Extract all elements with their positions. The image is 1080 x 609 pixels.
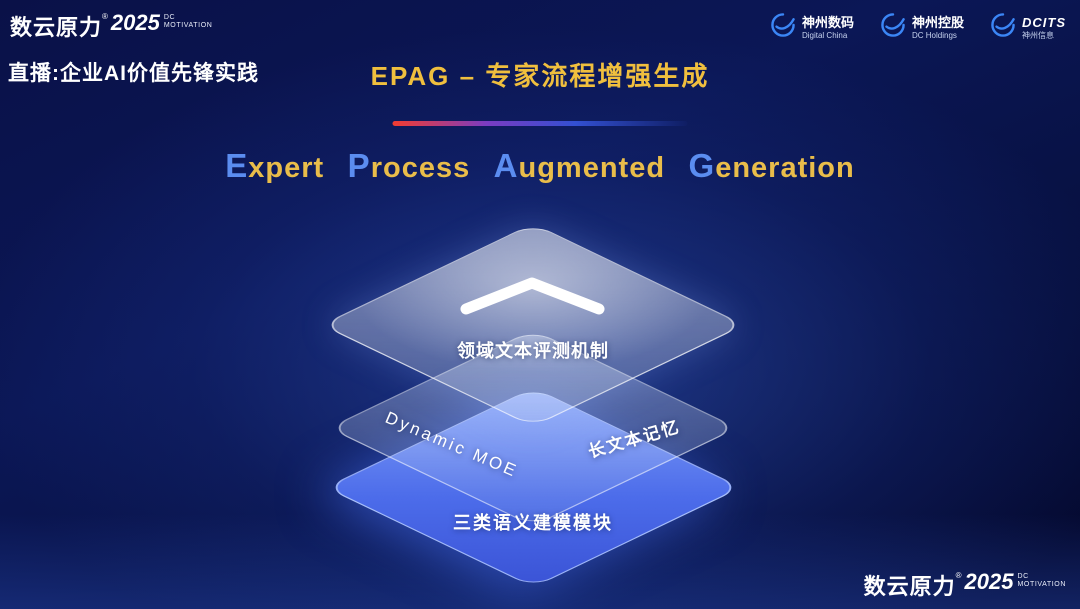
swoosh-globe-icon <box>880 12 906 43</box>
subtitle-rest: eneration <box>715 152 855 184</box>
registered-mark: ® <box>102 12 108 21</box>
subtitle-rest: ugmented <box>518 152 666 184</box>
subtitle-rest: rocess <box>370 152 471 184</box>
swoosh-globe-icon <box>990 12 1016 43</box>
brand-subtitle: DC MOTIVATION <box>1017 573 1066 589</box>
subtitle-cap: A <box>493 147 519 184</box>
partner-name: 神州数码 <box>801 14 854 30</box>
subtitle-rest: xpert <box>248 152 325 184</box>
partner-logo-dcits: DCITS 神州信息 <box>990 12 1066 43</box>
subtitle-cap: E <box>225 147 249 184</box>
subtitle-word: Process <box>348 147 471 184</box>
brand-year: 2025 <box>964 569 1014 594</box>
partner-name: DCITS <box>1022 14 1066 30</box>
brand-name: 数云原力 <box>863 574 956 599</box>
partner-name: 神州控股 <box>911 14 964 30</box>
brand-sub-line1: DC <box>1017 573 1029 580</box>
brand-year: 2025 <box>110 10 160 35</box>
subtitle-cap: G <box>688 147 716 184</box>
layer-label-top: 领域文本评测机制 <box>457 341 609 361</box>
partner-subtitle: Digital China <box>801 30 848 40</box>
brand-sub-line1: DC <box>163 14 176 21</box>
partner-logo-digital-china: 神州数码 Digital China <box>770 12 854 43</box>
brand-name: 数云原力 <box>10 15 103 40</box>
partner-logo-dc-holdings: 神州控股 DC Holdings <box>880 12 964 43</box>
brand-sub-line2: MOTIVATION <box>163 22 213 30</box>
subtitle-expert-process-augmented-generation: Expert Process Augmented Generation <box>0 147 1080 185</box>
swoosh-globe-icon <box>770 12 796 43</box>
subtitle-word: Expert <box>225 147 324 184</box>
partner-subtitle: 神州信息 <box>1022 30 1054 40</box>
partner-subtitle: DC Holdings <box>911 30 957 40</box>
layer-label-bottom: 三类语义建模模块 <box>453 513 613 533</box>
chevron-up-icon <box>450 270 615 323</box>
registered-mark: ® <box>955 571 962 580</box>
subtitle-word: Generation <box>689 147 855 184</box>
diagram-layer-top <box>320 223 746 427</box>
brand-subtitle: DC MOTIVATION <box>164 14 213 30</box>
live-stream-label: 直播:企业AI价值先锋实践 <box>8 62 259 85</box>
page-title: EPAG – 专家流程增强生成 <box>370 61 710 91</box>
subtitle-cap: P <box>347 147 371 184</box>
brand-logo: 数云原力 ® 2025 DC MOTIVATION <box>10 10 212 42</box>
gradient-divider <box>392 121 688 126</box>
footer-brand-logo: 数云原力 ® 2025 DC MOTIVATION <box>864 569 1066 601</box>
brand-sub-line2: MOTIVATION <box>1017 581 1066 589</box>
partner-logos: 神州数码 Digital China 神州控股 DC Holdings <box>770 12 1066 43</box>
subtitle-word: Augmented <box>494 147 665 184</box>
